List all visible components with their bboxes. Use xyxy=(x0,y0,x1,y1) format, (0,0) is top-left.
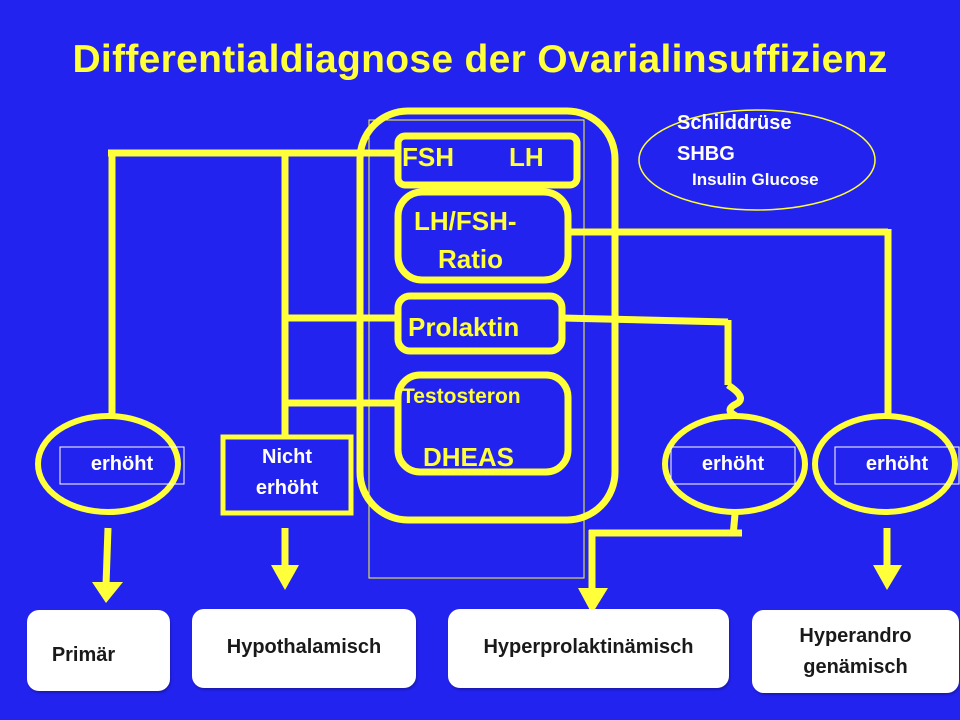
label-prolaktin: Prolaktin xyxy=(408,312,520,342)
oval-primary xyxy=(35,413,181,515)
arrow-primar xyxy=(92,582,123,603)
label-testosteron: Testosteron xyxy=(402,385,521,408)
oval-prolactin xyxy=(662,413,808,515)
label-lh: LH xyxy=(509,142,544,172)
arrow-hyperprolaktin xyxy=(578,588,608,614)
label-dheas: DHEAS xyxy=(423,442,515,472)
oval-androgen xyxy=(812,413,958,515)
extra-oval xyxy=(638,109,876,211)
diagnosis-primar: Primär xyxy=(27,610,170,691)
label-fsh: FSH xyxy=(402,142,454,172)
label-shbg: SHBG xyxy=(677,143,735,165)
fsh-lh-box xyxy=(394,132,581,189)
diagnosis-primar-label: Primär xyxy=(51,644,116,666)
box-not-raised xyxy=(220,434,354,516)
diagnosis-hypothalamisch: Hypothalamisch xyxy=(192,609,416,688)
diagnosis-hyperandrogen-line2: genämisch xyxy=(803,655,908,678)
label-ratio-1: LH/FSH- xyxy=(414,206,517,236)
label-ratio-2: Ratio xyxy=(438,244,503,274)
androgen-box xyxy=(394,371,572,476)
diagnosis-hyperprolaktinamisch: Hyperprolaktinämisch xyxy=(448,609,729,688)
diagnosis-hyperandrogenamisch: Hyperandro genämisch xyxy=(752,610,959,693)
arrow-hypothalamisch xyxy=(271,565,299,590)
diagnosis-hypothalamisch-label: Hypothalamisch xyxy=(226,636,382,658)
result-androgen: erhöht xyxy=(865,453,929,475)
label-insulin-glucose: Insulin Glucose xyxy=(692,170,819,189)
diagram-title: Differentialdiagnose der Ovarialinsuffiz… xyxy=(72,38,888,81)
arrow-hyperandrogen xyxy=(873,565,902,590)
result-not-raised-2: erhöht xyxy=(255,477,319,499)
result-primary: erhöht xyxy=(90,453,154,475)
prolaktin-box xyxy=(394,292,566,355)
result-prolactin: erhöht xyxy=(701,453,765,475)
diagnosis-hyperandrogen-line1: Hyperandro xyxy=(799,624,912,647)
thin-frame xyxy=(368,119,585,579)
ratio-box xyxy=(394,188,572,284)
label-schilddruese: Schilddrüse xyxy=(677,112,792,134)
result-not-raised-1: Nicht xyxy=(262,446,312,468)
diagnosis-hyperprolaktinamisch-label: Hyperprolaktinämisch xyxy=(483,636,694,658)
